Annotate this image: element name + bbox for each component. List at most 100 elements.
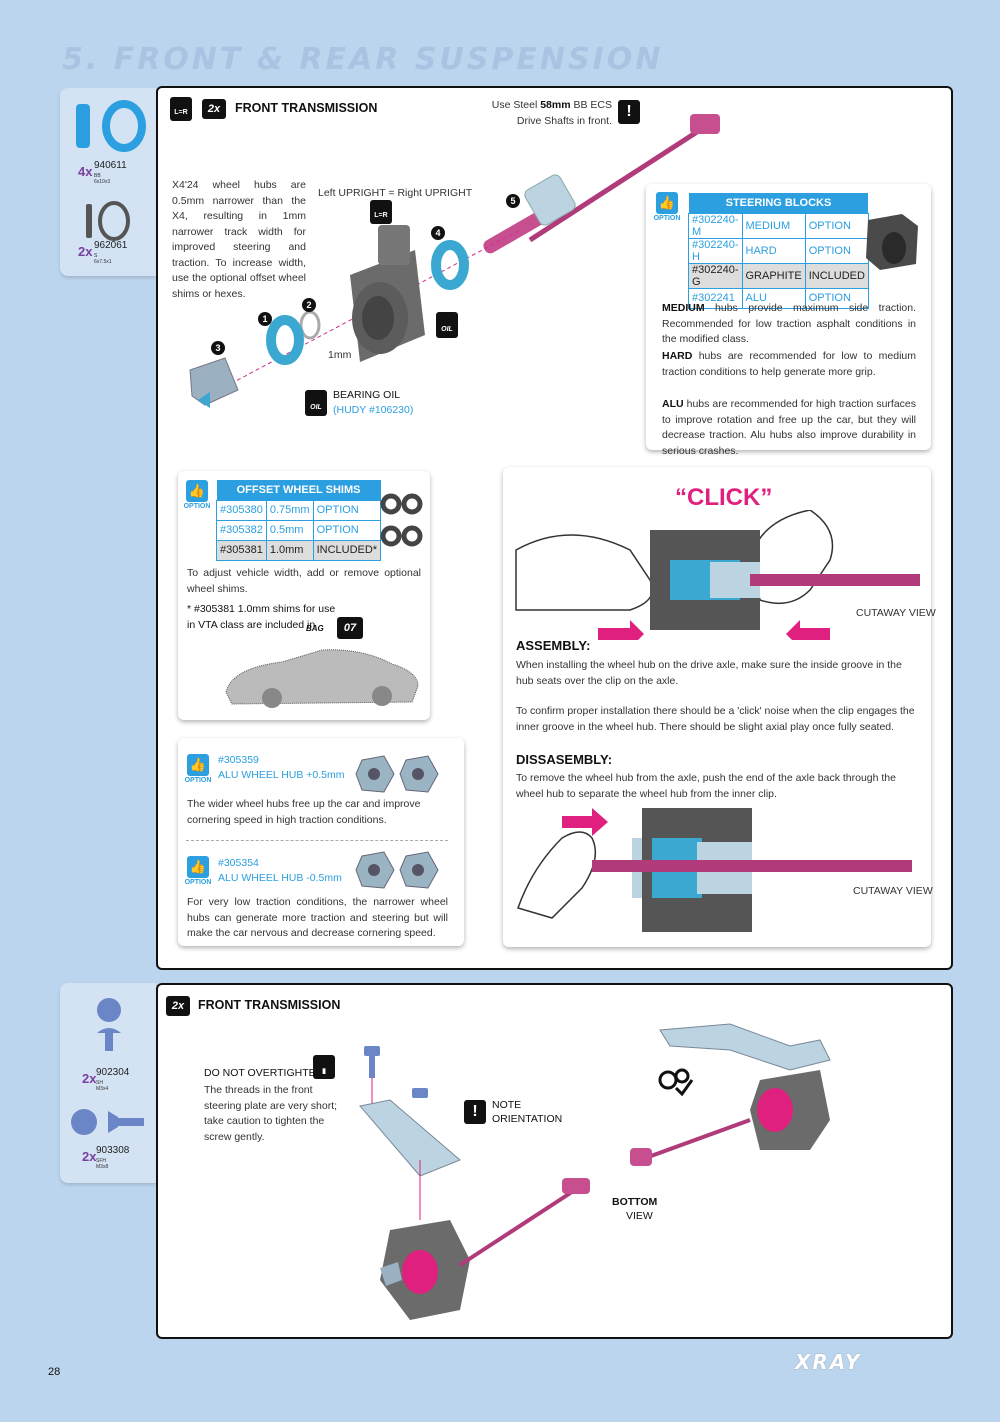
- assembly-text-1: When installing the wheel hub on the dri…: [516, 659, 902, 687]
- alu-hub-plus-text: The wider wheel hubs free up the car and…: [187, 798, 421, 826]
- divider: [186, 840, 448, 841]
- option-icon: 👍OPTION: [183, 480, 211, 512]
- overtighten-text: The threads in the front steering plate …: [204, 1084, 338, 1143]
- step-number-5: 5: [506, 194, 520, 208]
- hudy-oil-icon: OIL: [436, 312, 458, 338]
- alu-hub-plus-name: ALU WHEEL HUB +0.5mm: [218, 769, 345, 781]
- dissassembly-title: DISSASEMBLY:: [516, 752, 613, 767]
- part-qty: 2x: [82, 1149, 97, 1164]
- part-desc: SH M3x4: [96, 1080, 109, 1092]
- part-qty: 2x: [78, 244, 93, 259]
- shim-thickness-label: 1mm: [328, 349, 352, 361]
- part-code: 962061: [94, 240, 128, 251]
- assembly-drawing: [515, 510, 920, 640]
- orientation-label: ORIENTATION: [492, 1113, 563, 1125]
- shims-note-1: * #305381 1.0mm shims for use: [187, 603, 336, 615]
- part-desc: BB 6x10x3: [94, 173, 111, 185]
- shims-text: To adjust vehicle width, add or remove o…: [187, 567, 421, 595]
- part-code: 903308: [96, 1145, 130, 1156]
- overtighten-title: DO NOT OVERTIGHTEN: [204, 1067, 324, 1079]
- table-header: STEERING BLOCKS: [688, 193, 869, 213]
- left-equals-right-icon: L=R: [170, 97, 192, 121]
- button-head-screw-icon: [97, 998, 121, 1051]
- step-title: FRONT TRANSMISSION: [198, 998, 341, 1012]
- part-code: 940611: [94, 160, 127, 171]
- dissassembly-drawing: [517, 808, 912, 932]
- qty-badge: 2x: [166, 996, 190, 1016]
- bearing-oil-ref: (HUDY #106230): [333, 404, 414, 416]
- part-qty: 2x: [82, 1071, 97, 1086]
- medium-text: MEDIUM hubs provide maximum side tractio…: [662, 302, 916, 345]
- alu-hub-minus-text: For very low traction conditions, the na…: [187, 896, 448, 939]
- alu-hub-minus-image: [355, 851, 439, 889]
- car-body-image: [225, 649, 419, 708]
- alu-hub-plus-code: #305359: [218, 754, 259, 766]
- bottom-view-label-2: VIEW: [626, 1210, 653, 1222]
- step-number-3: 3: [211, 341, 225, 355]
- step-title: FRONT TRANSMISSION: [235, 101, 378, 115]
- step-number-4: 4: [431, 226, 445, 240]
- thumb-up-icon: 👍: [186, 480, 208, 502]
- hard-text: HARD hubs are recommended for low to med…: [662, 350, 916, 378]
- assembly-text-2: To confirm proper installation there sho…: [516, 705, 915, 733]
- step-number-1: 1: [258, 312, 272, 326]
- shim-icon: [86, 201, 130, 241]
- bottom-view-label: BOTTOM: [612, 1196, 658, 1208]
- option-icon: 👍OPTION: [653, 192, 681, 224]
- front-transmission-drawing: [189, 114, 720, 408]
- upright-note: Left UPRIGHT = Right UPRIGHT: [318, 187, 473, 199]
- screw-torque-icon: ▮: [313, 1055, 335, 1079]
- thumb-up-icon: 👍: [187, 856, 209, 878]
- parts-tab-top: 4x 940611 BB 6x10x3 2x 962061 S 6x7.5x1: [60, 88, 156, 276]
- section-title: 5. FRONT & REAR SUSPENSION: [62, 42, 664, 77]
- flat-head-screw-icon: [71, 1109, 144, 1135]
- part-desc: SFH M3x8: [96, 1158, 109, 1170]
- step2-drawing: [359, 1023, 831, 1320]
- bag-number: 07: [337, 617, 363, 639]
- alu-hub-minus-name: ALU WHEEL HUB -0.5mm: [218, 872, 342, 884]
- warning-icon: !: [464, 1100, 486, 1124]
- note-label: NOTE: [492, 1099, 522, 1111]
- assembly-title: ASSEMBLY:: [516, 638, 591, 653]
- steering-block-image: [866, 214, 918, 270]
- gears-check-icon: [658, 1068, 694, 1096]
- warning-icon: !: [618, 100, 640, 124]
- thumb-up-icon: 👍: [187, 754, 209, 776]
- bearing-icon: [76, 100, 146, 152]
- hudy-oil-icon: OIL: [305, 390, 327, 416]
- part-desc: S 6x7.5x1: [94, 253, 112, 265]
- part-qty: 4x: [78, 164, 93, 179]
- alu-text: ALU hubs are recommended for high tracti…: [662, 398, 916, 457]
- step-number-2: 2: [302, 298, 316, 312]
- cutaway-label-2: CUTAWAY VIEW: [853, 885, 933, 897]
- dissassembly-text: To remove the wheel hub from the axle, p…: [516, 772, 896, 800]
- intro-text: X4'24 wheel hubs are 0.5mm narrower than…: [172, 179, 306, 300]
- click-label: “CLICK”: [675, 484, 773, 511]
- qty-badge: 2x: [202, 99, 226, 119]
- thumb-up-icon: 👍: [656, 192, 678, 214]
- page-number: 28: [48, 1366, 61, 1378]
- xray-logo: XRAY: [795, 1350, 862, 1374]
- option-icon: 👍OPTION: [184, 754, 212, 786]
- parts-tab-bottom: 2x 902304 SH M3x4 2x 903308 SFH M3x8: [60, 983, 156, 1183]
- shims-image: [380, 493, 423, 547]
- bag-label: BAG: [306, 624, 324, 633]
- table-header: OFFSET WHEEL SHIMS: [216, 480, 381, 500]
- alu-hub-plus-image: [355, 755, 439, 793]
- cutaway-label-1: CUTAWAY VIEW: [856, 607, 936, 619]
- alu-hub-minus-code: #305354: [218, 857, 259, 869]
- shims-note-2: in VTA class are included in: [187, 619, 316, 631]
- option-icon: 👍OPTION: [184, 856, 212, 888]
- part-code: 902304: [96, 1067, 130, 1078]
- left-equals-right-icon: L=R: [370, 200, 392, 224]
